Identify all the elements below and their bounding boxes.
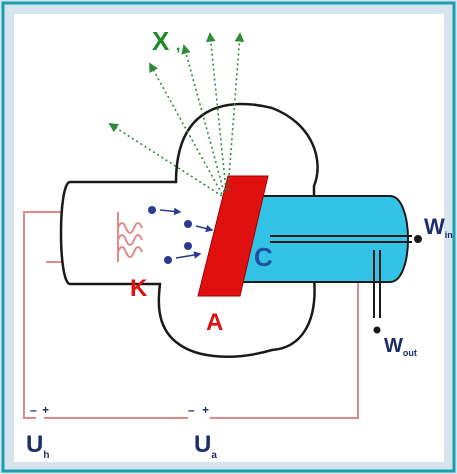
electron-beam: [148, 206, 214, 264]
water-inlet-dot: [414, 235, 422, 243]
anode-voltage-label: Ua: [194, 431, 217, 461]
electron-dot-icon: [184, 242, 192, 250]
anode-plus: +: [202, 403, 209, 417]
cathode-label: K: [130, 275, 148, 302]
x-ray-label: X: [152, 26, 170, 56]
glass-envelope: [59, 102, 319, 358]
heater-plus: +: [42, 403, 49, 417]
coolant-chamber: [230, 195, 409, 283]
electron-arrow: [175, 251, 202, 259]
x-ray-arrow-icon: [206, 32, 227, 191]
filament-coil-icon: [117, 212, 143, 262]
heater-minus: –: [30, 403, 37, 417]
x-ray-arrow-icon: [227, 32, 245, 191]
electron-dot-icon: [184, 220, 192, 228]
electron-dot-icon: [164, 256, 172, 264]
coolant-label: C: [254, 242, 273, 272]
water-outlet-pipe: [373, 250, 381, 334]
x-rays: [108, 32, 245, 197]
anode-label: A: [206, 309, 223, 336]
heater-voltage-label: Uh: [26, 431, 49, 461]
electron-arrow: [159, 207, 182, 216]
water-outlet-dot: [373, 326, 381, 334]
water-out-label: Wout: [384, 335, 417, 358]
x-ray-label-comma: ,: [176, 37, 180, 54]
water-inlet-pipe: [270, 235, 422, 243]
x-ray-arrow-icon: [181, 44, 225, 193]
anode-minus: –: [188, 403, 195, 417]
anode-target: [197, 175, 269, 297]
x-ray-arrow-icon: [108, 122, 223, 197]
water-in-label: Win: [424, 214, 453, 240]
electron-dot-icon: [148, 206, 156, 214]
electron-arrow: [195, 224, 214, 233]
